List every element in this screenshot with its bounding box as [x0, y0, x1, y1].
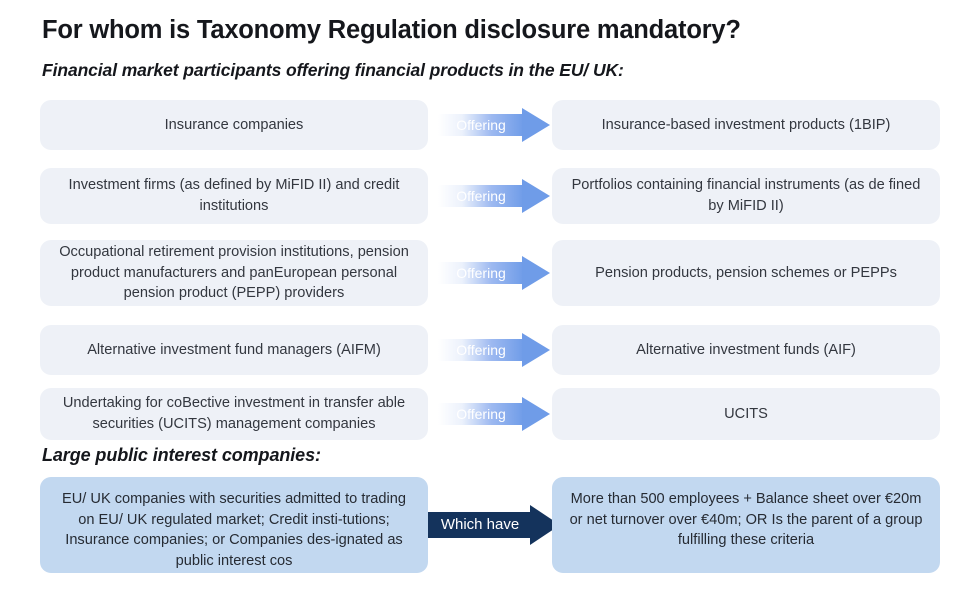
bottom-flow-row: EU/ UK companies with securities admitte… — [0, 477, 980, 573]
flow-row-source-label: Occupational retirement provision instit… — [59, 243, 409, 302]
arrow-head — [522, 179, 550, 213]
flow-row-source-box[interactable]: Occupational retirement provision instit… — [40, 240, 428, 306]
flow-row-target-label: Alternative investment funds (AIF) — [636, 341, 856, 358]
arrow-shaft — [438, 403, 524, 425]
bottom-row-source-label: EU/ UK companies with securities admitte… — [62, 491, 406, 570]
which-have-arrow-icon: Which have — [428, 505, 568, 545]
arrow-head — [522, 108, 550, 142]
flow-row: Investment firms (as defined by MiFID II… — [0, 168, 980, 224]
page-subtitle: Financial market participants offering f… — [42, 60, 624, 80]
offering-arrow-icon: Offering — [438, 179, 550, 213]
arrow-shaft — [438, 262, 524, 284]
bottom-row-target-box[interactable]: More than 500 employees + Balance sheet … — [552, 477, 940, 573]
arrow-shaft — [438, 114, 524, 136]
flow-row-target-label: UCITS — [724, 405, 768, 422]
flow-row-source-box[interactable]: Insurance companies — [40, 100, 428, 150]
arrow-head — [522, 333, 550, 367]
flow-row-target-box[interactable]: Insurance-based investment products (1BI… — [552, 100, 940, 150]
offering-arrow-icon: Offering — [438, 333, 550, 367]
flow-row-target-box[interactable]: Alternative investment funds (AIF) — [552, 325, 940, 375]
bottom-row-target-label: More than 500 employees + Balance sheet … — [569, 491, 923, 549]
offering-arrow-icon: Offering — [438, 108, 550, 142]
flow-row-source-box[interactable]: Undertaking for coBective investment in … — [40, 388, 428, 440]
flow-row: Undertaking for coBective investment in … — [0, 388, 980, 440]
flow-row: Occupational retirement provision instit… — [0, 240, 980, 306]
arrow-label: Offering — [456, 342, 506, 358]
bottom-row-source-box[interactable]: EU/ UK companies with securities admitte… — [40, 477, 428, 573]
flow-row-source-box[interactable]: Investment firms (as defined by MiFID II… — [40, 168, 428, 224]
arrow-label: Offering — [456, 265, 506, 281]
flow-row: Insurance companies Offering Insurance-b… — [0, 100, 980, 150]
arrow-head — [522, 397, 550, 431]
flow-row-source-label: Insurance companies — [164, 116, 304, 133]
section-heading: Large public interest companies: — [42, 445, 321, 465]
flow-row-target-box[interactable]: Portfolios containing financial instrume… — [552, 168, 940, 224]
arrow-label: Offering — [456, 117, 506, 133]
flow-row-source-label: Undertaking for coBective investment in … — [62, 395, 406, 432]
page-title: For whom is Taxonomy Regulation disclosu… — [42, 16, 741, 44]
flow-row-target-label: Portfolios containing financial instrume… — [571, 177, 921, 214]
arrow-label: Offering — [456, 406, 506, 422]
flow-row-source-label: Investment firms (as defined by MiFID II… — [68, 177, 400, 214]
arrow-shaft — [438, 339, 524, 361]
arrow-shaft — [428, 512, 532, 538]
flow-row-target-label: Insurance-based investment products (1BI… — [601, 116, 891, 133]
offering-arrow-icon: Offering — [438, 256, 550, 290]
arrow-shaft — [438, 185, 524, 207]
flow-row-target-label: Pension products, pension schemes or PEP… — [595, 264, 897, 281]
flow-row-target-box[interactable]: Pension products, pension schemes or PEP… — [552, 240, 940, 306]
flow-row-source-box[interactable]: Alternative investment fund managers (AI… — [40, 325, 428, 375]
flow-row-target-box[interactable]: UCITS — [552, 388, 940, 440]
arrow-label: Which have — [440, 516, 520, 533]
arrow-head — [522, 256, 550, 290]
flow-row-source-label: Alternative investment fund managers (AI… — [87, 341, 381, 358]
offering-arrow-icon: Offering — [438, 397, 550, 431]
arrow-label: Offering — [456, 188, 506, 204]
flow-row: Alternative investment fund managers (AI… — [0, 325, 980, 375]
